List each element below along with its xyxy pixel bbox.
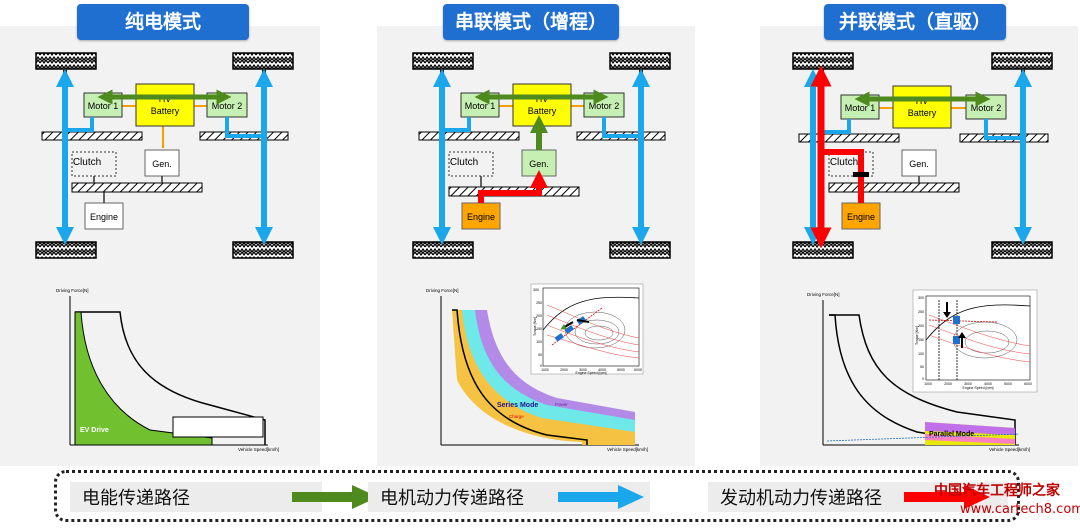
inset-xtick: 3000 xyxy=(579,368,587,372)
inset-ytick: 200 xyxy=(536,314,542,318)
engine-label: Engine xyxy=(90,212,118,222)
clutch-label: Clutch xyxy=(450,157,478,168)
chart-ylabel: Driving Force[N] xyxy=(426,288,459,293)
wheel-rear-left xyxy=(35,241,97,259)
panel-title-ev: 纯电模式 xyxy=(77,4,249,40)
gen-label: Gen. xyxy=(529,159,549,169)
inset-xtick: 4000 xyxy=(598,368,606,372)
legend-box xyxy=(54,470,1020,522)
engine-label: Engine xyxy=(467,212,495,222)
motor1-label: Motor 1 xyxy=(88,101,119,111)
parallel-mode-label: Parallel Mode xyxy=(929,431,974,438)
charge-label: Charge xyxy=(509,414,524,419)
inset-ytick: 250 xyxy=(536,301,542,305)
inset-ylabel: Torque [Nm] xyxy=(533,317,537,336)
ev-drive-label: EV Drive xyxy=(80,427,109,434)
motor1-label: Motor 1 xyxy=(845,103,876,113)
diagram-ev-mode: Motor 1 HV Battery Motor 2 Clutch Gen. E… xyxy=(35,52,294,452)
legend-engine-arrow-icon xyxy=(904,485,990,509)
inset-xtick: 2000 xyxy=(560,368,568,372)
inset-ytick: 50 xyxy=(920,365,924,369)
inset-xlabel: Engine Speed [rpm] xyxy=(963,386,994,390)
shaft-lower xyxy=(71,182,203,193)
inset-ytick: 150 xyxy=(536,327,542,331)
ev-drive-upper-box xyxy=(172,416,264,438)
gen-label: Gen. xyxy=(909,159,929,169)
battery-block xyxy=(135,83,195,127)
inset-ytick: 0 xyxy=(922,377,924,381)
legend-engine-label: 发动机动力传递路径 xyxy=(720,488,882,509)
inset-xtick: 6000 xyxy=(634,368,642,372)
inset-ytick: 250 xyxy=(918,310,924,314)
watermark-url: www.cartech8.com xyxy=(960,502,1080,517)
inset-ytick: 200 xyxy=(918,324,924,328)
engine-to-axle-path xyxy=(821,149,864,203)
gen-label: Gen. xyxy=(152,159,172,169)
shaft-upper-left xyxy=(41,131,143,141)
diagram-parallel-mode: Motor 1 HV Battery Motor 2 Clutch Gen. E… xyxy=(792,52,1053,452)
inset-ylabel: Torque [Nm] xyxy=(915,326,919,345)
inset-xtick: 5000 xyxy=(1004,382,1012,386)
inset-ytick: 300 xyxy=(918,296,924,300)
power-label: Power xyxy=(555,402,568,407)
wheel-front-left xyxy=(35,52,97,70)
diagram-series-mode: Motor 1 HV Battery Motor 2 Clutch Gen. E… xyxy=(412,52,671,452)
force-envelope-outer xyxy=(75,311,266,445)
motor1-connection xyxy=(65,117,94,132)
inset-ytick: 100 xyxy=(918,352,924,356)
inset-ytick: 150 xyxy=(918,338,924,342)
inset-xtick: 4000 xyxy=(984,382,992,386)
legend-engine: 发动机动力传递路径 xyxy=(708,482,1008,512)
engine-to-gen-arrow xyxy=(478,170,548,203)
force-envelope-inner xyxy=(452,309,588,445)
engine-label: Engine xyxy=(847,212,875,222)
clutch-label: Clutch xyxy=(830,157,858,168)
panel-title-parallel: 并联模式（直驱） xyxy=(824,4,1006,40)
inset-xtick: 5000 xyxy=(617,368,625,372)
inset-xlabel: Engine Speed [rpm] xyxy=(576,371,607,375)
chart-ylabel: Driving Force[N] xyxy=(807,292,840,297)
power-region xyxy=(455,310,635,440)
clutch-label: Clutch xyxy=(73,157,101,168)
chart-ylabel: Driving Force[N] xyxy=(56,288,89,293)
inset-ytick: 0 xyxy=(540,364,542,368)
engine-map-inset: Torque [Nm] 300 250 200 150 100 50 0 100… xyxy=(530,283,644,375)
inset-ytick: 100 xyxy=(536,340,542,344)
motor2-label: Motor 2 xyxy=(212,101,243,111)
legend-electric-arrow-icon xyxy=(292,485,378,509)
inset-yticks-top: 300 xyxy=(533,288,539,292)
wheel-rear-right xyxy=(232,241,294,259)
chart-xlabel: Vehicle Speed[km/h] xyxy=(989,447,1030,452)
legend-electric-label: 电能传递路径 xyxy=(82,488,190,509)
motor2-label: Motor 2 xyxy=(589,101,620,111)
inset-xtick: 6000 xyxy=(1024,382,1032,386)
motor2-connection xyxy=(225,117,264,138)
chart-xlabel: Vehicle Speed[km/h] xyxy=(607,447,648,452)
series-mode-label: Series Mode xyxy=(497,402,538,409)
panel-title-series: 串联模式（增程） xyxy=(443,4,619,40)
inset-xtick: 3000 xyxy=(964,382,972,386)
inset-ytick: 50 xyxy=(538,353,542,357)
motor2-label: Motor 2 xyxy=(971,103,1002,113)
chart-xlabel: Vehicle Speed[km/h] xyxy=(238,447,279,452)
legend-motor-label: 电机动力传递路径 xyxy=(380,488,524,509)
wheel-front-right xyxy=(232,52,294,70)
inset-xtick: 2000 xyxy=(944,382,952,386)
legend-motor-arrow-icon xyxy=(558,485,644,509)
battery-label-2: Battery xyxy=(151,106,180,116)
legend-motor: 电机动力传递路径 xyxy=(368,482,650,512)
gen-block xyxy=(144,149,180,177)
motor1-label: Motor 1 xyxy=(465,101,496,111)
legend-electric: 电能传递路径 xyxy=(70,482,378,512)
inset-xtick: 1000 xyxy=(541,368,549,372)
inset-xtick: 1000 xyxy=(924,382,932,386)
battery-label-2: Battery xyxy=(528,106,557,116)
engine-map-inset: Torque [Nm] 300 250 200 150 100 50 0 100… xyxy=(912,289,1038,393)
battery-label-2: Battery xyxy=(908,108,937,118)
watermark-text: 中国汽车工程师之家 xyxy=(934,483,1060,499)
